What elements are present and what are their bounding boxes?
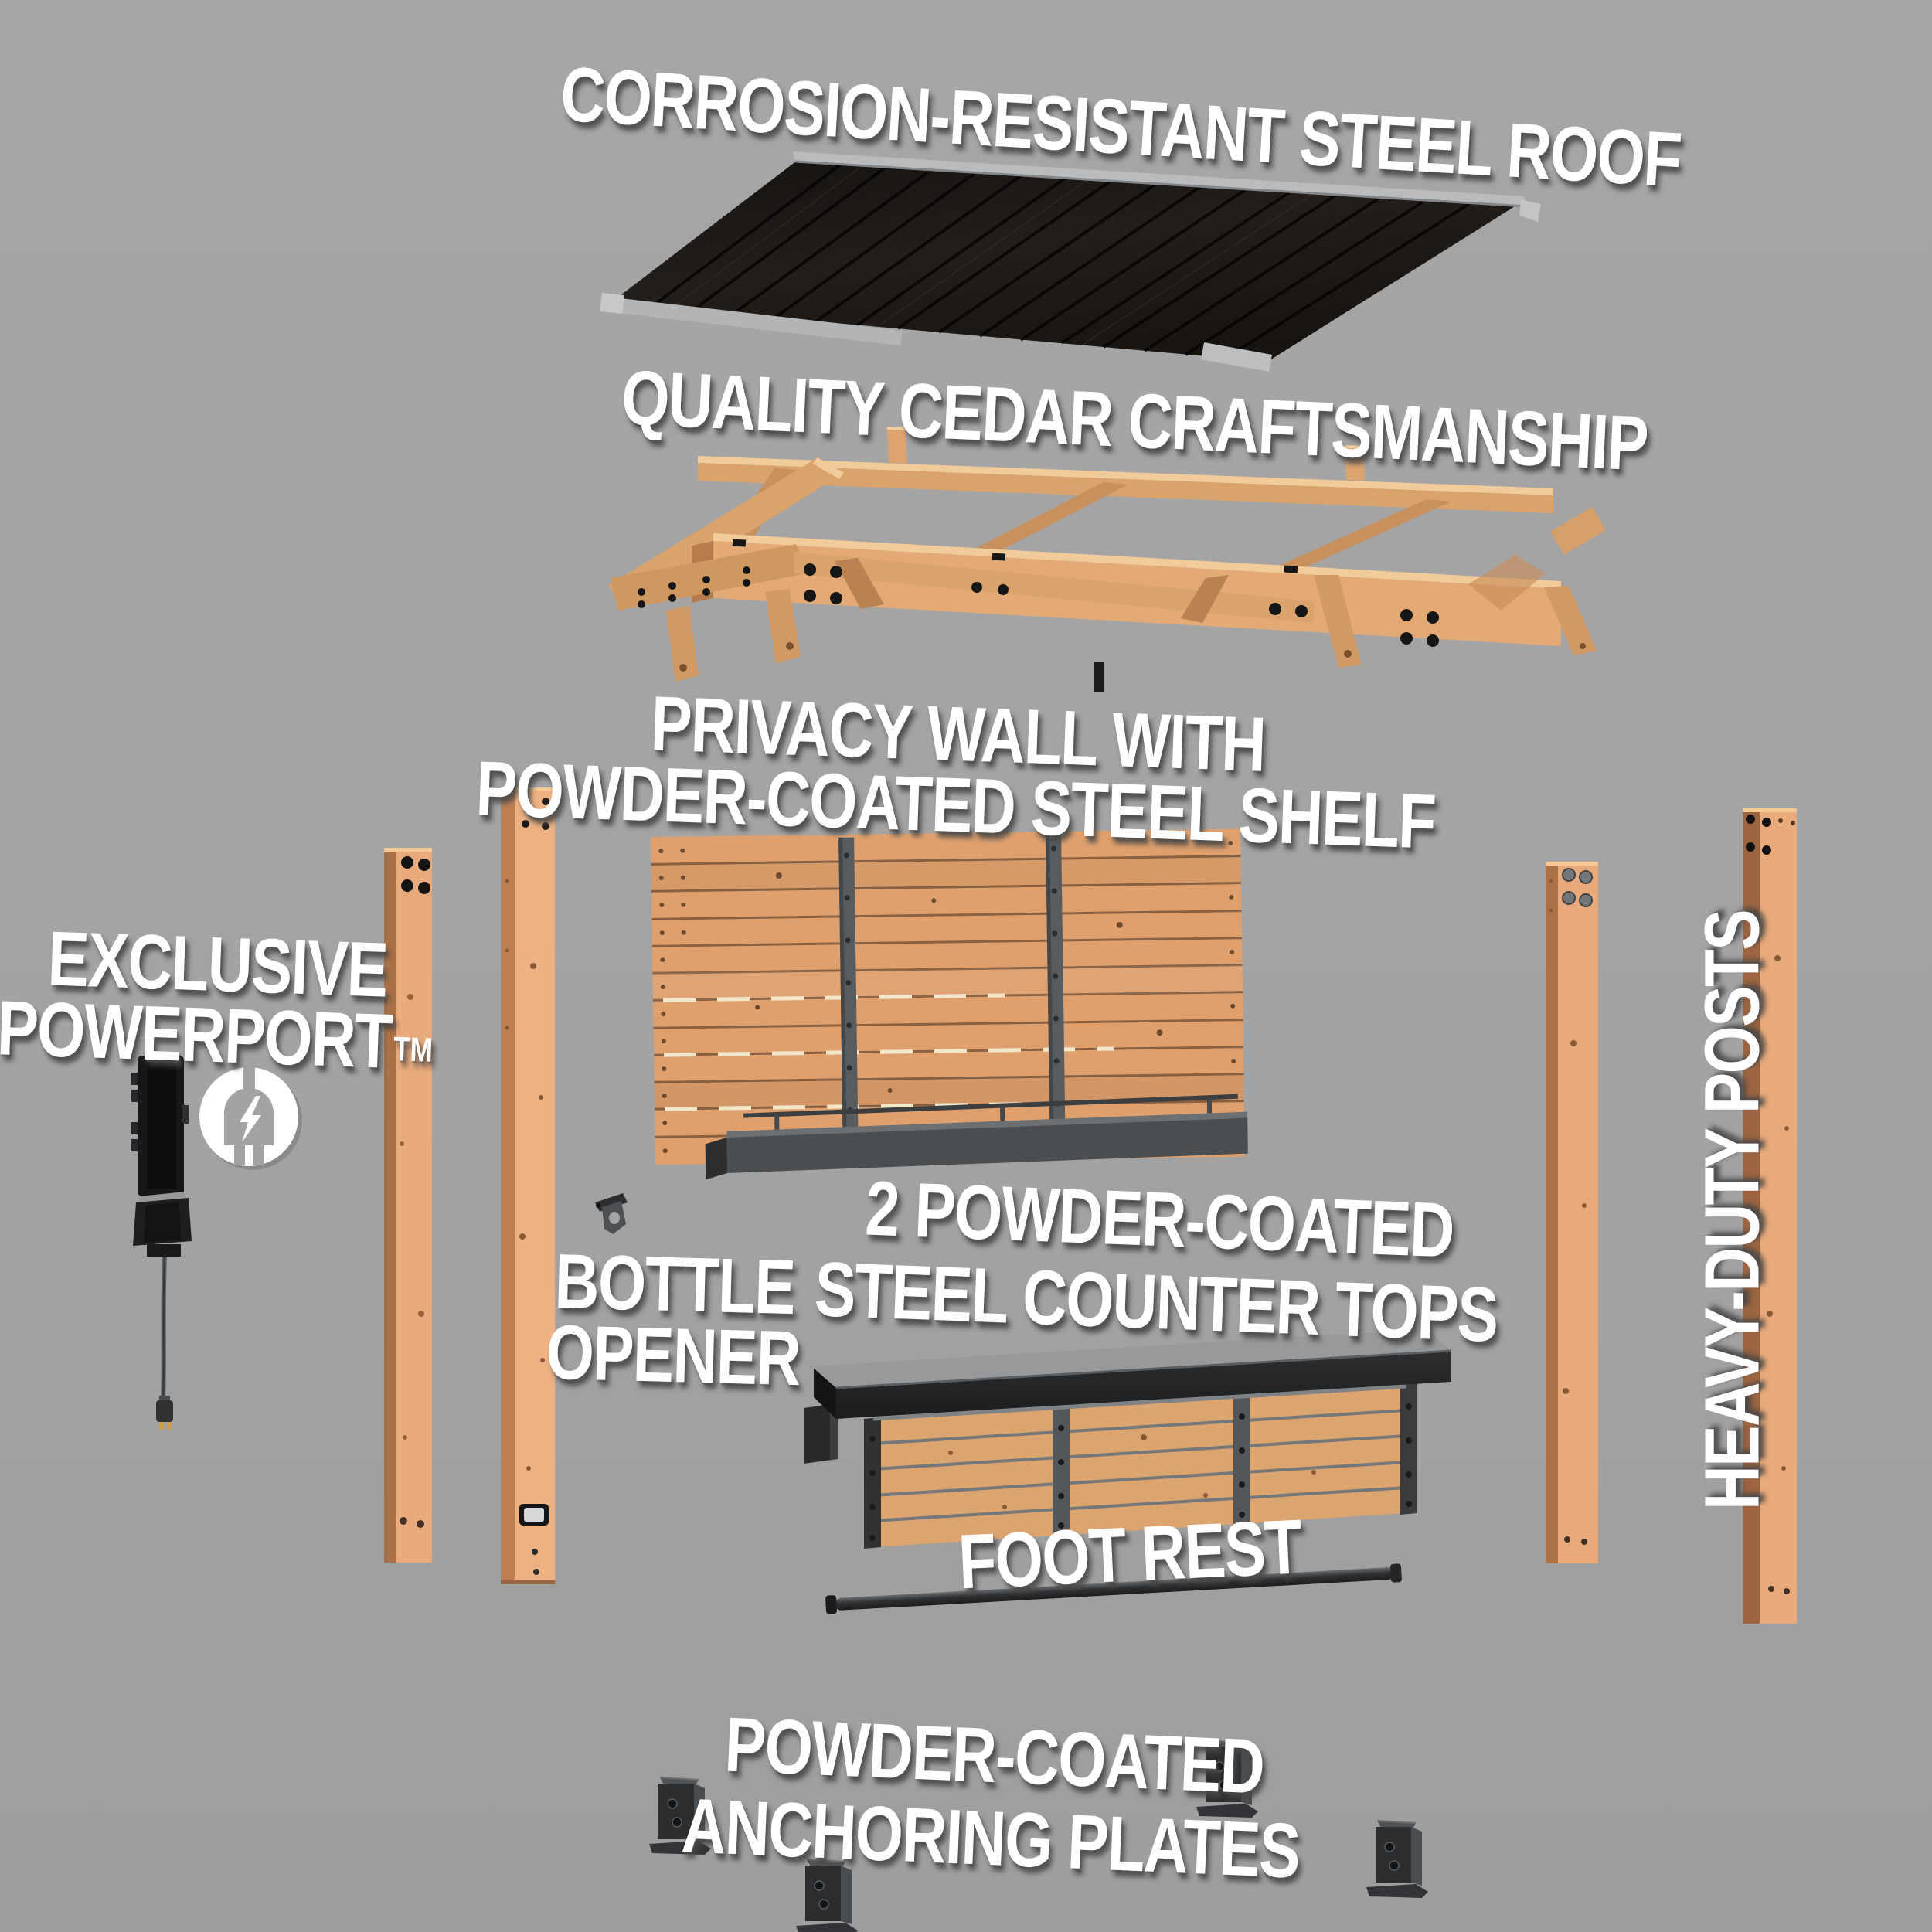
foot-rest-label-text: FOOT REST	[956, 1503, 1303, 1606]
powerport-outlet-slot	[519, 1504, 549, 1526]
anchor-plate-image	[1366, 1820, 1428, 1898]
cedar-frame-image	[607, 427, 1606, 692]
powerport-device-image	[131, 1056, 192, 1430]
powerport-icon	[199, 1066, 302, 1170]
anchor-plate-image	[1196, 1740, 1258, 1818]
roof-trim-top	[793, 151, 1526, 207]
counter-label: 2 POWDER-COATED STEEL COUNTER TOPS	[728, 1162, 1587, 1360]
post-image-left-outer	[384, 848, 432, 1563]
foot-rest-label: FOOT REST	[914, 1504, 1346, 1606]
anchor-plate-image	[649, 1777, 711, 1855]
roof-trim-bottom-left	[605, 297, 903, 345]
foot-rest-image	[825, 1563, 1402, 1614]
post-image-right-inner	[1546, 862, 1598, 1563]
powerport-trademark: TM	[393, 1030, 434, 1070]
bottle-opener-icon	[595, 1193, 628, 1234]
anchoring-plates-label: POWDER-COATED ANCHORING PLATES	[603, 1699, 1382, 1896]
wall-steel-shelf	[705, 1094, 1248, 1180]
post-image-left-inner	[501, 787, 555, 1584]
powerport-label: EXCLUSIVE POWERPORTTM	[0, 915, 492, 1084]
heavy-duty-posts-label-text: HEAVY-DUTY POSTS	[1689, 910, 1776, 1511]
powerport-label-line2: POWERPORT	[0, 985, 393, 1085]
steel-roof-image	[600, 151, 1541, 372]
heavy-duty-posts-label: HEAVY-DUTY POSTS	[1689, 835, 1776, 1585]
roof-trim-right-cap	[1519, 199, 1541, 222]
anchor-plate-image	[796, 1859, 858, 1932]
privacy-wall-image	[651, 828, 1248, 1180]
roof-trim-bottom-cap	[1201, 342, 1272, 372]
roof-trim-left-cap	[600, 293, 624, 314]
post-image-right-outer	[1743, 808, 1797, 1624]
wall-steel-straps	[838, 831, 1066, 1164]
counter-image	[804, 1329, 1452, 1549]
